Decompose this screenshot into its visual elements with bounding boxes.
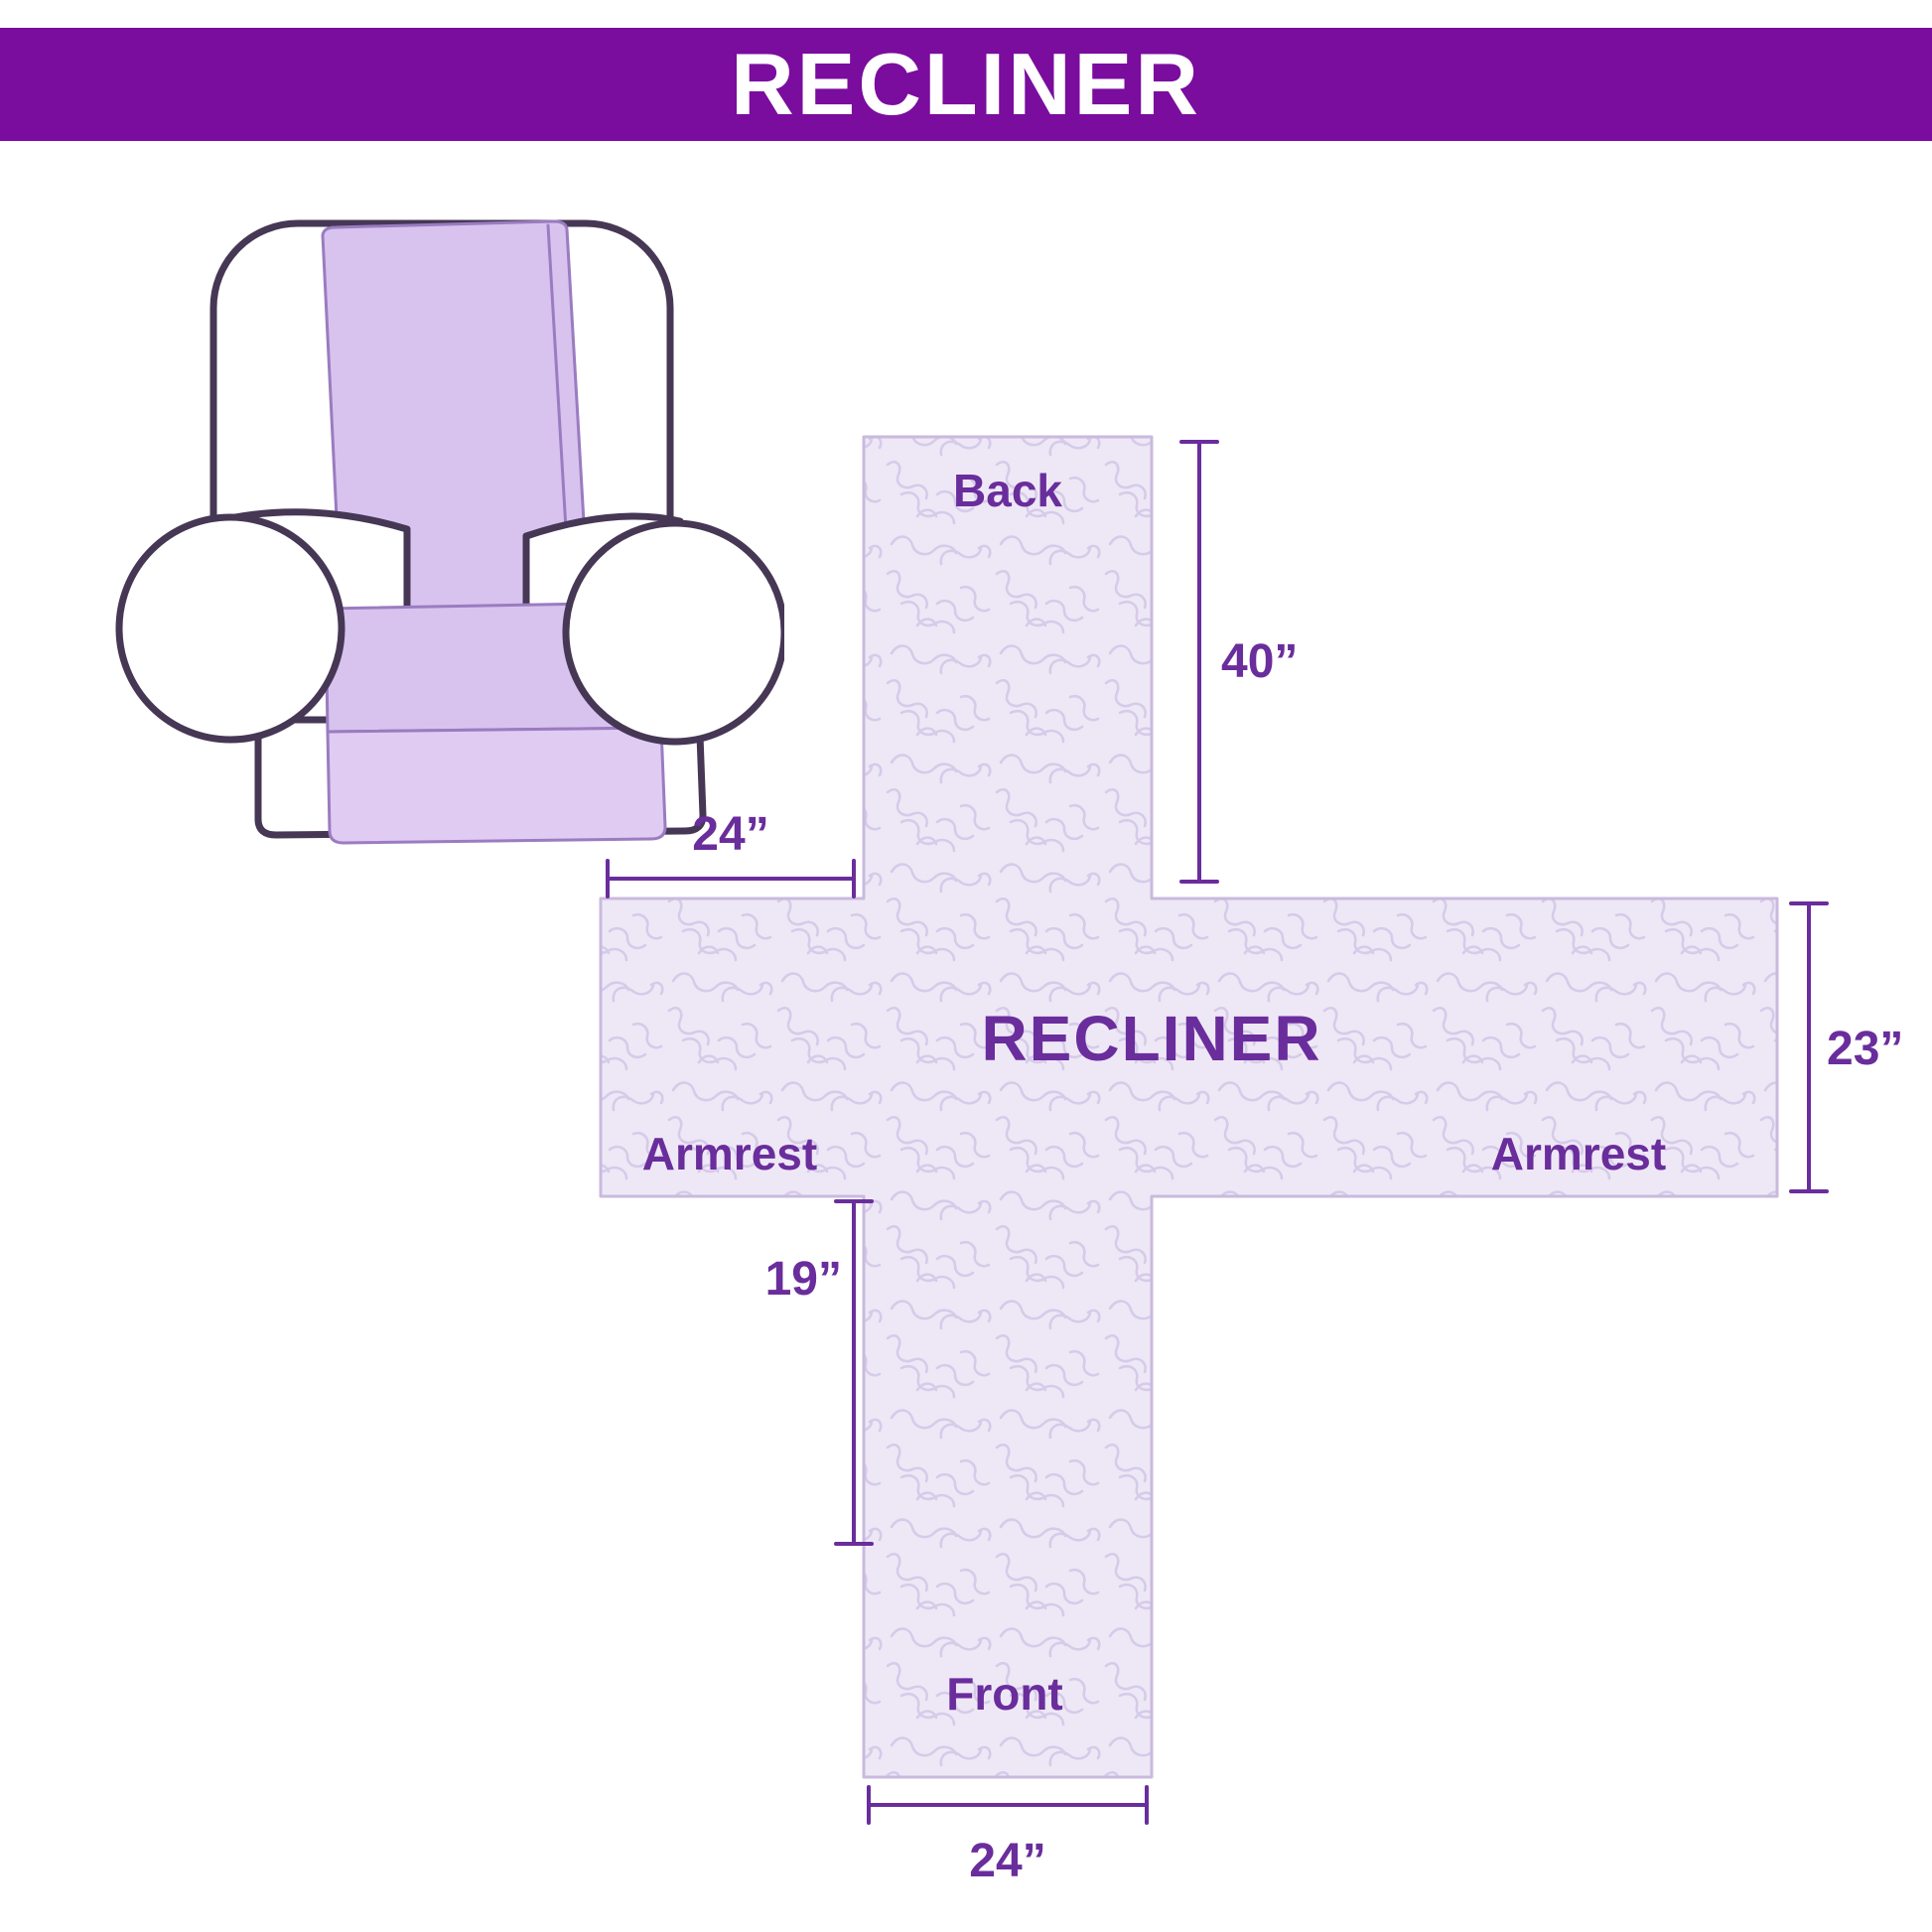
label-front: Front xyxy=(946,1668,1063,1720)
dim-top-width-value: 24” xyxy=(692,808,768,861)
label-back: Back xyxy=(953,465,1062,516)
chair-arm-right-roll xyxy=(562,519,784,746)
label-recliner-center: RECLINER xyxy=(981,1003,1321,1074)
dim-front-height: 19” xyxy=(765,1199,874,1546)
dim-back-height-value: 40” xyxy=(1221,635,1298,688)
dim-side-height: 23” xyxy=(1789,901,1903,1193)
header-title: RECLINER xyxy=(731,35,1201,133)
dim-back-height: 40” xyxy=(1179,440,1298,884)
armchair-illustration xyxy=(115,219,784,845)
dim-front-height-value: 19” xyxy=(765,1253,842,1306)
dim-top-width: 24” xyxy=(606,808,856,898)
label-armrest-left: Armrest xyxy=(642,1128,817,1179)
cover-cross-shape xyxy=(599,435,1779,1779)
dim-side-height-value: 23” xyxy=(1827,1023,1903,1075)
chair-arm-left-roll xyxy=(115,513,345,744)
dim-bottom-width: 24” xyxy=(867,1785,1149,1887)
label-armrest-right: Armrest xyxy=(1491,1128,1666,1179)
cover-layout-diagram: Back RECLINER Armrest Armrest Front 40” … xyxy=(599,435,1903,1887)
cover-front-drape xyxy=(326,726,667,845)
dim-bottom-width-value: 24” xyxy=(969,1835,1045,1887)
header-bar: RECLINER xyxy=(0,28,1932,141)
